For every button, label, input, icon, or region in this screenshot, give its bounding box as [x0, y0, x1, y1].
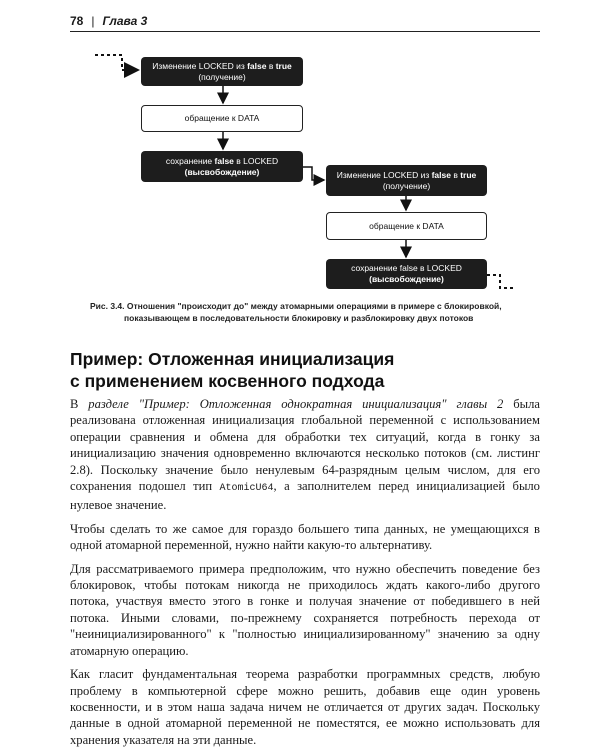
t2-release-box: сохранение false в LOCKED (высвобождение…: [326, 259, 487, 289]
caption-line1: Отношения "происходит до" между атомарны…: [124, 301, 502, 311]
outgoing-dashed-arrow: [487, 274, 515, 289]
t2-access-line1: обращение к DATA: [369, 220, 444, 231]
caption-line2: показывающем в последовательности блокир…: [124, 313, 474, 323]
paragraph-4: Как гласит фундаментальная теорема разра…: [70, 667, 540, 747]
incoming-dashed-arrow: [95, 54, 140, 78]
diagram-arrows: [95, 54, 515, 289]
t2-acquire-line1: Изменение LOCKED из false в true: [336, 169, 477, 180]
t1-release-box: сохранение false в LOCKED (высвобождение…: [141, 151, 303, 182]
paragraph-2: Чтобы сделать то же самое для гораздо бо…: [70, 521, 540, 553]
inline-code: AtomicU64: [219, 483, 274, 495]
chapter-reference: разделе "Пример: Отложенная однократная …: [88, 397, 504, 411]
figure-caption: Рис. 3.4. Отношения "происходит до" межд…: [90, 300, 540, 324]
t1-access-box: обращение к DATA: [141, 105, 303, 132]
t2-access-box: обращение к DATA: [326, 212, 487, 240]
t2-release-line2: (высвобождение): [369, 274, 444, 284]
arrow-release-to-acquire: [303, 166, 326, 186]
t2-release-line1: сохранение false в LOCKED: [351, 263, 462, 273]
body-text: В разделе "Пример: Отложенная однократна…: [70, 396, 540, 755]
section-title-line1: Пример: Отложенная инициализация: [70, 349, 395, 369]
header-separator: |: [91, 14, 95, 28]
t1-release-line2: (высвобождение): [184, 166, 260, 177]
paragraph-3: Для рассматриваемого примера предположим…: [70, 561, 540, 658]
page-number: 78: [70, 14, 84, 28]
page-header: 78 | Глава 3: [70, 14, 540, 32]
section-title: Пример: Отложенная инициализация с приме…: [70, 348, 540, 392]
chapter-title: Глава 3: [102, 14, 148, 28]
paragraph-1: В разделе "Пример: Отложенная однократна…: [70, 397, 540, 513]
caption-label: Рис. 3.4.: [90, 301, 125, 311]
t1-acquire-box: Изменение LOCKED из false в true (получе…: [141, 57, 303, 86]
t2-acquire-line2: (получение): [382, 180, 431, 191]
happens-before-diagram: Изменение LOCKED из false в true (получе…: [0, 0, 600, 300]
t1-acquire-line2: (получение): [198, 71, 246, 82]
section-title-line2: с применением косвенного подхода: [70, 371, 385, 391]
t2-acquire-box: Изменение LOCKED из false в true (получе…: [326, 165, 487, 196]
t1-release-line1: сохранение false в LOCKED: [165, 155, 279, 166]
t1-access-line1: обращение к DATA: [184, 113, 260, 123]
t1-acquire-line1: Изменение LOCKED из false в true: [152, 60, 292, 71]
